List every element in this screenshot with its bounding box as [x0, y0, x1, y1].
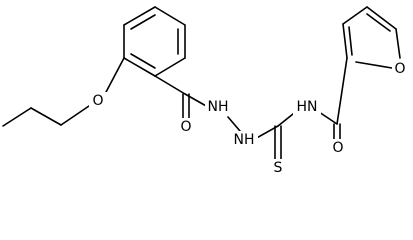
thiourea-core — [252, 109, 299, 160]
svg-text:NH: NH — [234, 132, 255, 148]
hydrazine-bond — [227, 116, 241, 132]
molecule-structure: O O NH NH HN S O O — [2, 6, 408, 177]
svg-text:O: O — [92, 93, 103, 109]
svg-text:O: O — [394, 61, 405, 77]
benzene-ring — [123, 6, 186, 77]
svg-text:HN: HN — [297, 99, 318, 115]
svg-text:S: S — [274, 160, 283, 176]
label-nh1: NH — [205, 98, 233, 116]
label-amide1-o: O — [178, 118, 194, 136]
label-furan-o: O — [392, 60, 408, 78]
svg-text:O: O — [180, 119, 191, 135]
benzoyl-carbonyl — [154, 75, 209, 119]
propoxy-chain — [2, 57, 125, 127]
furan-ring — [342, 6, 401, 69]
label-amide2-o: O — [330, 139, 346, 157]
label-nh3: HN — [293, 98, 321, 116]
svg-text:NH: NH — [208, 99, 229, 115]
label-nh2: NH — [230, 131, 258, 149]
svg-text:O: O — [332, 140, 343, 156]
label-ether-o: O — [89, 92, 107, 110]
label-thione-s: S — [270, 159, 286, 177]
